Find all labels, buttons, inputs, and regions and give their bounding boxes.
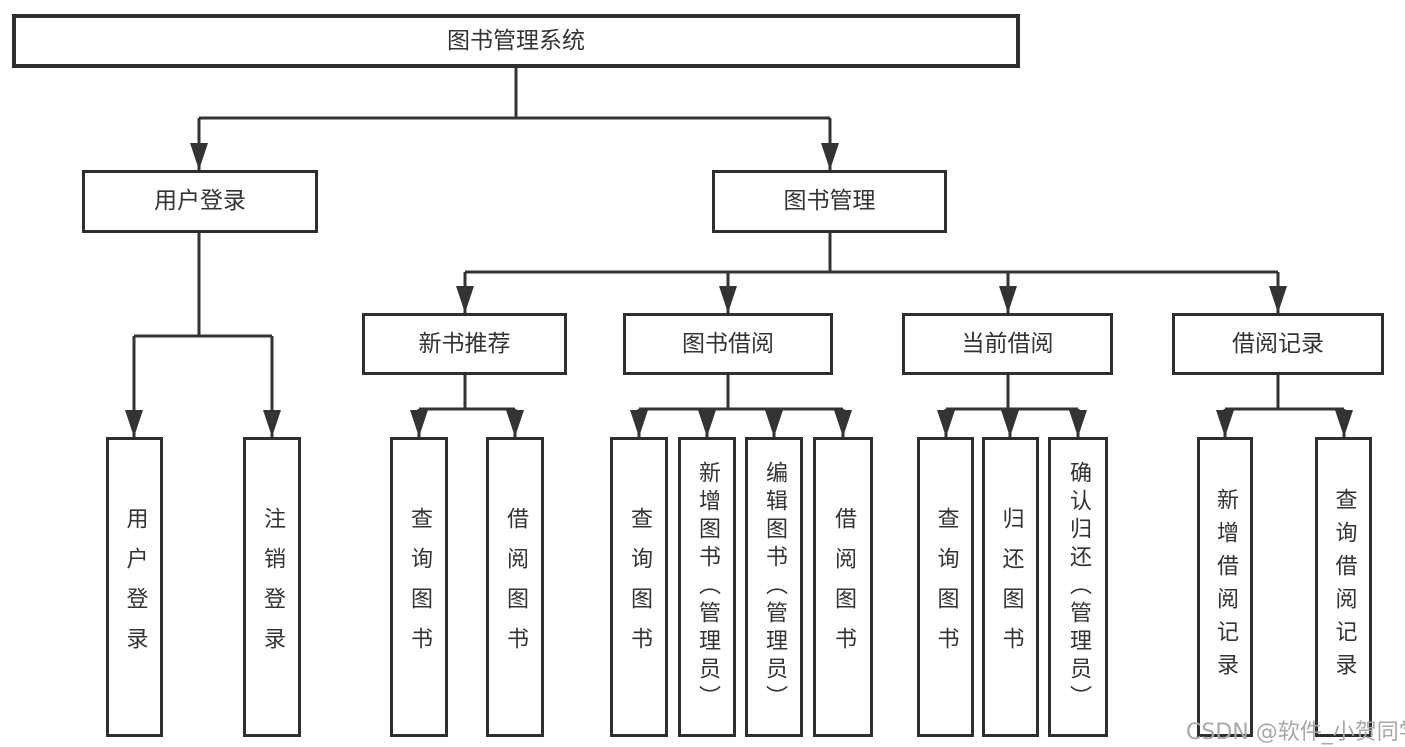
- arrow-down-icon: [999, 286, 1017, 313]
- leaf-edit-book-admin: 编辑图书（管理员）: [745, 437, 803, 737]
- arrow-down-icon: [125, 410, 143, 437]
- arrow-down-icon: [410, 410, 428, 437]
- arrow-down-icon: [506, 410, 524, 437]
- leaf-query-book-borrow: 查询图书: [610, 437, 668, 737]
- node-library-management-system: 图书管理系统: [12, 14, 1020, 68]
- arrow-down-icon: [937, 410, 955, 437]
- arrow-down-icon: [190, 143, 208, 170]
- arrow-down-icon: [456, 286, 474, 313]
- node-book-borrow: 图书借阅: [623, 313, 833, 375]
- leaf-user-login: 用户登录: [106, 437, 163, 737]
- arrow-down-icon: [765, 410, 783, 437]
- leaf-return-book: 归还图书: [982, 437, 1039, 737]
- leaf-add-book-admin: 新增图书（管理员）: [678, 437, 736, 737]
- node-borrow-records: 借阅记录: [1172, 313, 1384, 375]
- leaf-query-borrow-record: 查询借阅记录: [1315, 437, 1372, 737]
- tree-edges: [132, 68, 1346, 437]
- arrow-down-icon: [263, 410, 281, 437]
- arrow-down-icon: [1069, 410, 1087, 437]
- leaf-logout: 注销登录: [243, 437, 301, 737]
- leaf-add-borrow-record: 新增借阅记录: [1197, 437, 1253, 737]
- arrow-down-icon: [1216, 410, 1234, 437]
- node-user-login: 用户登录: [82, 170, 318, 233]
- node-new-book-recommend: 新书推荐: [362, 313, 567, 375]
- arrow-down-icon: [698, 410, 716, 437]
- leaf-borrow-book: 借阅图书: [813, 437, 873, 737]
- arrow-down-icon: [1001, 410, 1019, 437]
- leaf-query-book-recommend: 查询图书: [390, 437, 448, 737]
- node-current-borrow: 当前借阅: [902, 313, 1113, 375]
- node-book-management: 图书管理: [712, 170, 947, 233]
- arrow-down-icon: [719, 286, 737, 313]
- leaf-confirm-return-admin: 确认归还（管理员）: [1048, 437, 1108, 737]
- arrow-down-icon: [821, 143, 839, 170]
- leaf-borrow-book-recommend: 借阅图书: [486, 437, 544, 737]
- arrow-down-icon: [630, 410, 648, 437]
- csdn-watermark: CSDN @软件_小贺同学: [1186, 720, 1405, 745]
- arrow-down-icon: [1335, 410, 1353, 437]
- leaf-query-book-current: 查询图书: [917, 437, 974, 737]
- arrow-down-icon: [1269, 286, 1287, 313]
- arrow-down-icon: [834, 410, 852, 437]
